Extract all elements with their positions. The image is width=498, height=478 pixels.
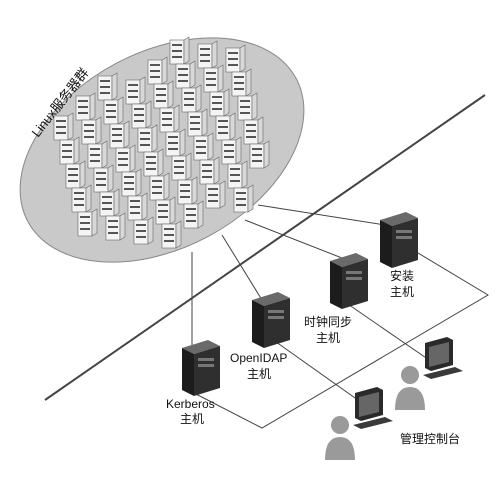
rack-unit bbox=[53, 112, 74, 141]
rack-unit bbox=[197, 40, 218, 69]
rack-unit bbox=[133, 216, 154, 245]
rack-unit bbox=[199, 156, 220, 185]
user-head-icon bbox=[401, 366, 419, 384]
kerberos-label-line2: 主机 bbox=[180, 412, 204, 426]
console-workstation-1 bbox=[325, 387, 393, 460]
rack-unit bbox=[143, 148, 164, 177]
rack-unit bbox=[59, 136, 80, 165]
user-head-icon bbox=[331, 416, 349, 434]
rack-unit bbox=[209, 88, 230, 117]
console-label: 管理控制台 bbox=[400, 431, 460, 446]
rack-unit bbox=[127, 192, 148, 221]
rack-unit bbox=[65, 160, 86, 189]
kerberos-server-icon bbox=[182, 340, 220, 396]
install-server-icon bbox=[380, 212, 418, 268]
ntp-server-icon bbox=[330, 253, 368, 309]
network-divider-line bbox=[44, 94, 486, 401]
rack-unit bbox=[71, 184, 92, 213]
rack-unit bbox=[227, 160, 248, 189]
rack-unit bbox=[183, 200, 204, 229]
rack-unit bbox=[93, 164, 114, 193]
install-label-line2: 主机 bbox=[390, 285, 414, 299]
openldap-label-line1: OpenIDAP bbox=[230, 351, 287, 365]
rack-unit bbox=[231, 68, 252, 97]
rack-unit bbox=[137, 124, 158, 153]
rack-unit bbox=[121, 168, 142, 197]
rack-unit bbox=[193, 132, 214, 161]
openldap-label-line2: 主机 bbox=[247, 367, 271, 381]
rack-unit bbox=[109, 120, 130, 149]
rack-unit bbox=[165, 128, 186, 157]
connection-lines bbox=[191, 204, 489, 429]
rack-unit bbox=[77, 208, 98, 237]
rack-unit bbox=[225, 44, 246, 73]
rack-unit bbox=[97, 72, 118, 101]
server-rack-grid bbox=[53, 36, 270, 249]
rack-unit bbox=[175, 60, 196, 89]
kerberos-label-line1: Kerberos bbox=[166, 397, 215, 411]
rack-unit bbox=[87, 140, 108, 169]
rack-unit bbox=[153, 80, 174, 109]
rack-unit bbox=[181, 84, 202, 113]
rack-unit bbox=[115, 144, 136, 173]
user-body-icon bbox=[395, 387, 425, 410]
rack-unit bbox=[237, 92, 258, 121]
rack-unit bbox=[75, 92, 96, 121]
ntp-label-line2: 主机 bbox=[316, 331, 340, 345]
rack-unit bbox=[187, 108, 208, 137]
host-servers bbox=[182, 212, 418, 396]
rack-unit bbox=[147, 56, 168, 85]
rack-unit bbox=[125, 76, 146, 105]
rack-unit bbox=[159, 104, 180, 133]
rack-unit bbox=[221, 136, 242, 165]
install-label-line1: 安装 bbox=[390, 268, 414, 283]
rack-unit bbox=[99, 188, 120, 217]
rack-unit bbox=[177, 176, 198, 205]
rack-unit bbox=[215, 112, 236, 141]
rack-unit bbox=[205, 180, 226, 209]
user-body-icon bbox=[325, 437, 355, 460]
openldap-server-icon bbox=[252, 292, 290, 348]
rack-unit bbox=[161, 220, 182, 249]
rack-unit bbox=[249, 140, 270, 169]
rack-unit bbox=[81, 116, 102, 145]
ntp-label-line1: 时钟同步 bbox=[304, 314, 352, 329]
rack-unit bbox=[103, 96, 124, 125]
rack-unit bbox=[233, 184, 254, 213]
rack-unit bbox=[105, 212, 126, 241]
monitor-icon bbox=[423, 337, 463, 379]
rack-unit bbox=[155, 196, 176, 225]
rack-unit bbox=[169, 36, 190, 65]
rack-unit bbox=[131, 100, 152, 129]
monitor-icon bbox=[353, 387, 393, 429]
rack-unit bbox=[243, 116, 264, 145]
rack-unit bbox=[149, 172, 170, 201]
console-workstation-2 bbox=[395, 337, 463, 410]
rack-unit bbox=[171, 152, 192, 181]
rack-unit bbox=[203, 64, 224, 93]
